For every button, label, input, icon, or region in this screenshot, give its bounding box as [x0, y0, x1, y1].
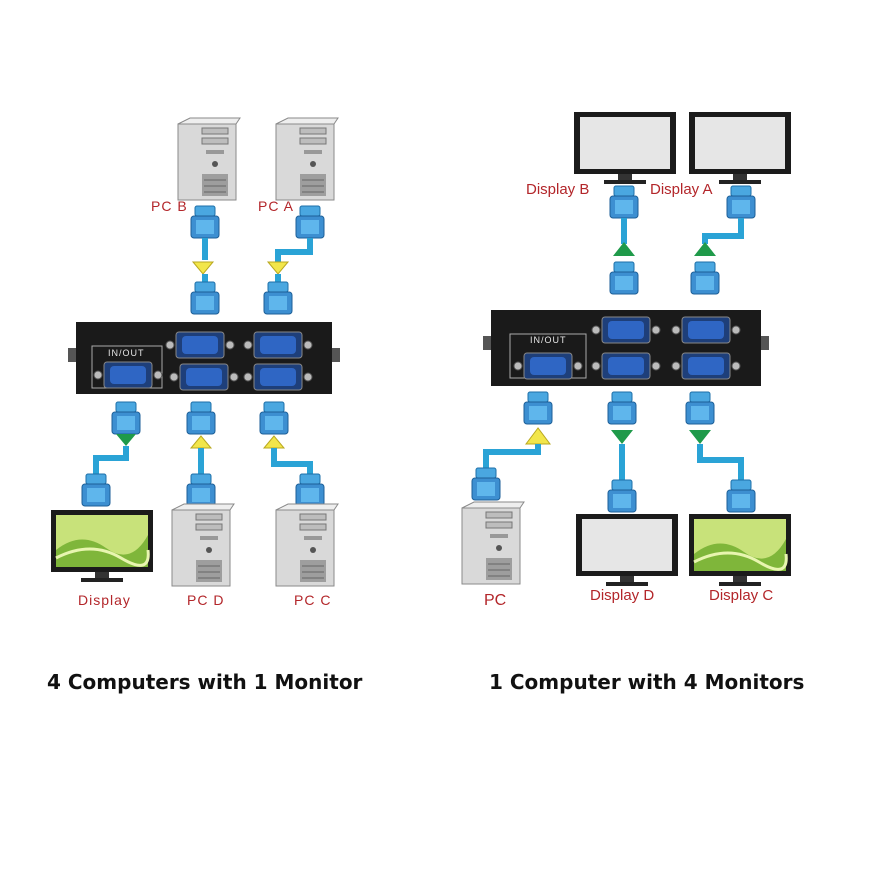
display-cable [81, 401, 141, 507]
left-caption: 4 Computers with 1 Monitor [47, 670, 363, 694]
pc-c-label: PC C [294, 592, 332, 608]
display-monitor-icon [49, 508, 155, 584]
arrow-up-icon [262, 435, 286, 449]
display-a-monitor-icon [689, 112, 791, 184]
pc-d-label: PC D [187, 592, 225, 608]
arrow-up-icon [189, 435, 213, 449]
right-switch-inout-label: IN/OUT [530, 335, 567, 345]
left-switch-inout-label: IN/OUT [108, 348, 145, 358]
display-b-monitor-icon [574, 112, 676, 184]
kvm-switch-right [483, 310, 769, 386]
arrow-down-icon [116, 434, 136, 446]
display-d-cable [607, 391, 637, 513]
display-d-label: Display D [590, 587, 655, 604]
pc-d-tower-icon [171, 503, 235, 587]
pc-tower-icon [461, 501, 525, 585]
pc-c-cable [259, 401, 325, 507]
arrow-down-icon [611, 430, 633, 444]
arrow-up-icon [694, 242, 716, 256]
right-caption: 1 Computer with 4 Monitors [489, 670, 805, 694]
display-label: Display [78, 592, 131, 608]
right-diagram [461, 112, 793, 588]
left-diagram [49, 117, 340, 587]
pc-a-cable [263, 205, 325, 315]
pc-b-tower-icon [177, 117, 241, 201]
pc-cable [471, 391, 553, 501]
display-c-label: Display C [709, 587, 774, 604]
arrow-down-icon [266, 261, 290, 275]
pc-c-tower-icon [275, 503, 339, 587]
display-b-cable [609, 185, 639, 295]
display-a-cable [690, 185, 756, 295]
arrow-up-icon [613, 242, 635, 256]
pc-b-cable [190, 205, 220, 315]
pc-d-cable [186, 401, 216, 507]
display-a-label: Display A [650, 181, 713, 198]
display-b-label: Display B [526, 181, 590, 198]
arrow-up-icon [525, 427, 551, 445]
pc-a-label: PC A [258, 198, 294, 214]
display-d-monitor-icon [576, 514, 678, 586]
arrow-down-icon [689, 430, 711, 444]
pc-a-tower-icon [275, 117, 339, 201]
pc-b-label: PC B [151, 198, 188, 214]
arrow-down-icon [191, 261, 215, 275]
display-c-cable [685, 391, 756, 513]
pc-label: PC [484, 592, 507, 609]
kvm-switch-left [68, 322, 340, 394]
display-c-monitor-icon [687, 512, 793, 588]
